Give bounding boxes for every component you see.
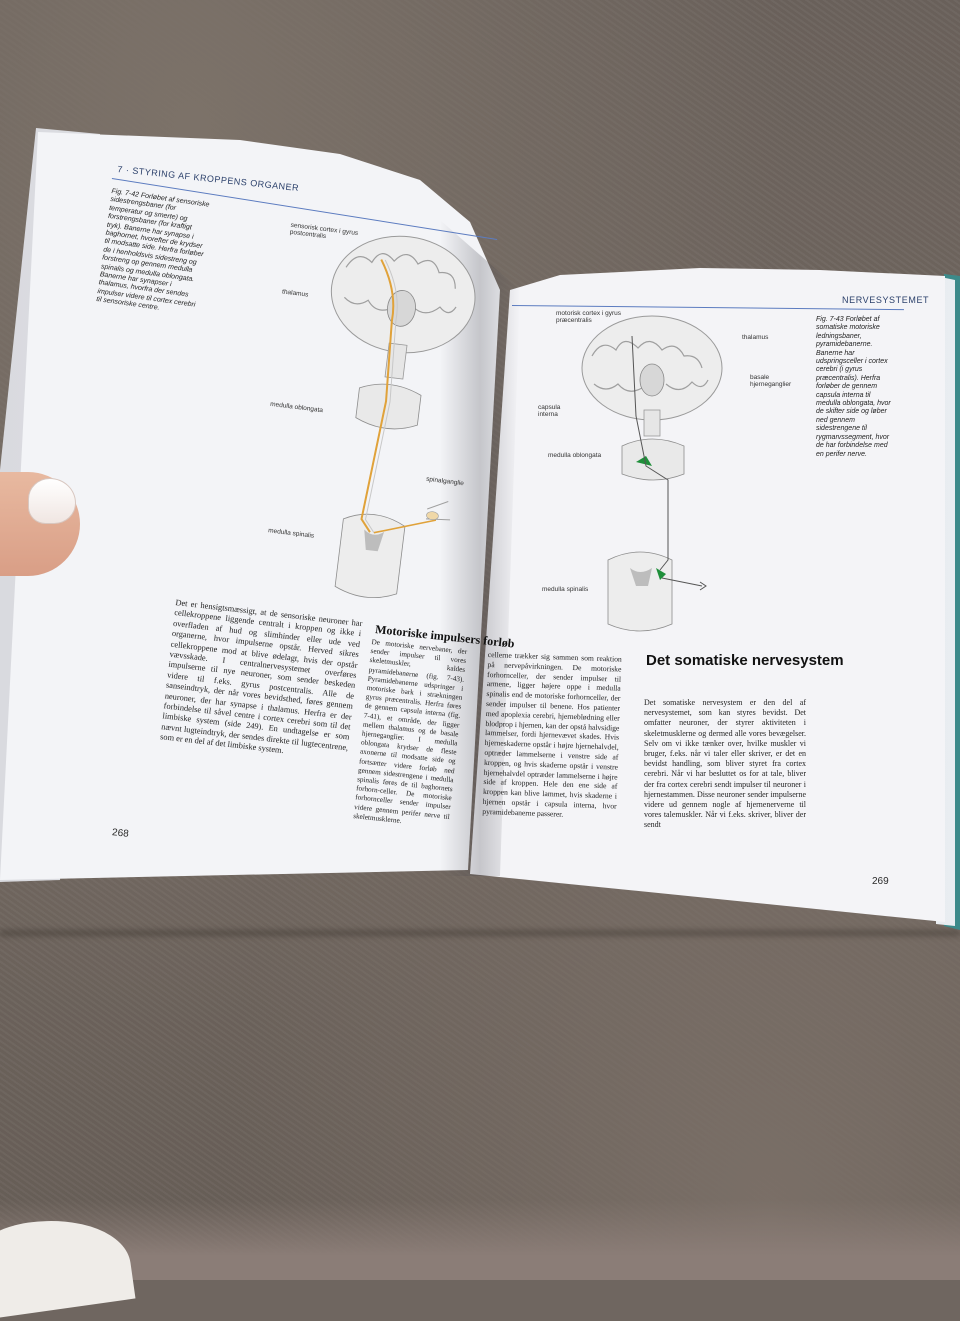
- label-oblongata-right: medulla oblongata: [548, 452, 602, 459]
- right-body-col2: Det somatiske nervesystem er den del af …: [644, 698, 806, 830]
- label-spinalis-right: medulla spinalis: [542, 586, 589, 593]
- left-mid-body: De motoriske nervebaner, der sender impu…: [352, 638, 468, 825]
- label-basal-ganglia: basale hjerneganglier: [750, 374, 792, 388]
- sofa-cushion: [0, 1200, 960, 1280]
- label-capsula-interna: capsula interna: [538, 404, 561, 418]
- right-figure-caption: Fig. 7-43 Forløbet af somatiske motorisk…: [816, 316, 891, 458]
- open-textbook: 7 · STYRING AF KROPPENS ORGANER Fig. 7-4…: [0, 128, 960, 930]
- label-motor-cortex: motorisk cortex i gyrus præcentralis: [556, 310, 622, 324]
- right-page-number: 269: [872, 876, 889, 887]
- right-running-header: NERVESYSTEMET: [842, 295, 930, 305]
- right-body-col1: cellerne trækker sig sammen som reaktion…: [482, 650, 622, 819]
- left-body-text: Det er hensigtsmæssigt, at de sensoriske…: [159, 598, 363, 756]
- left-figure-caption: Fig. 7-42 Forløbet af sensoriske sidestr…: [95, 188, 210, 313]
- label-thalamus-right: thalamus: [742, 334, 769, 341]
- sofa-seam: [0, 930, 960, 936]
- sensory-pathway-diagram: [330, 235, 476, 599]
- left-page-number: 268: [111, 827, 130, 840]
- thumbnail-manicured: [28, 478, 76, 524]
- right-section-heading: Det somatiske nervesystem: [646, 652, 844, 669]
- motor-pathway-diagram: [581, 315, 723, 632]
